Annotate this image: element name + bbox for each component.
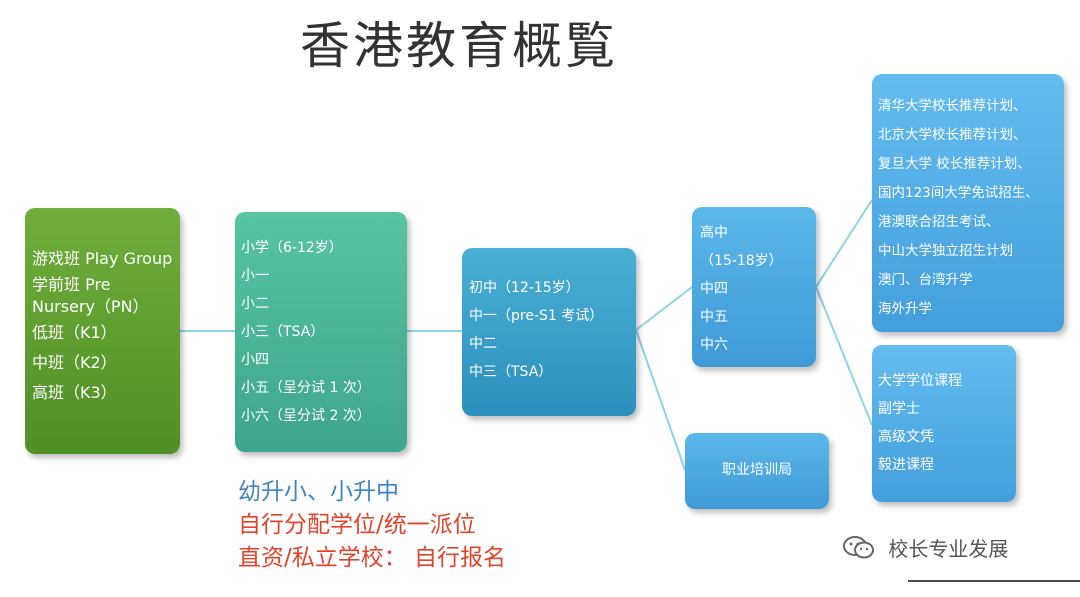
primary-line: 小四 <box>241 352 269 368</box>
vocational-training-box: 职业培训局 <box>685 433 829 509</box>
univ-line: 复旦大学 校长推荐计划、 <box>878 156 1031 172</box>
senior-line: 中四 <box>700 281 728 297</box>
univ-line: 海外升学 <box>878 301 932 317</box>
degree-line: 毅进课程 <box>878 457 934 473</box>
primary-line: 小一 <box>241 268 269 284</box>
senior-line: （15-18岁） <box>700 253 783 269</box>
kinder-line: 高班（K3） <box>32 383 117 402</box>
univ-line: 北京大学校长推荐计划、 <box>878 127 1027 143</box>
vocational-label: 职业培训局 <box>722 462 792 478</box>
primary-line: 小三（TSA） <box>241 324 325 340</box>
admission-notes: 幼升小、小升中 自行分配学位/统一派位 直资/私立学校： 自行报名 <box>238 476 506 575</box>
kinder-line: 学前班 Pre <box>32 275 111 294</box>
wechat-icon <box>842 535 876 566</box>
primary-school-box: 小学（6-12岁） 小一 小二 小三（TSA） 小四 小五（呈分试 1 次） 小… <box>235 212 407 452</box>
page-title: 香港教育概覧 <box>300 17 618 75</box>
degree-line: 高级文凭 <box>878 429 934 445</box>
kinder-line: Nursery（PN） <box>32 297 149 316</box>
connector-senior-degree <box>815 286 873 426</box>
univ-line: 澳门、台湾升学 <box>878 272 973 288</box>
connector-junior-senior <box>635 286 693 331</box>
senior-line: 中五 <box>700 309 728 325</box>
univ-line: 中山大学独立招生计划 <box>878 243 1013 259</box>
univ-line: 港澳联合招生考试、 <box>878 214 1000 230</box>
junior-line: 中一（pre-S1 考试） <box>469 308 604 324</box>
senior-line: 高中 <box>700 225 728 241</box>
connector-senior-univ <box>815 199 873 288</box>
watermark: 校长专业发展 <box>842 533 1008 566</box>
degree-line: 大学学位课程 <box>878 373 962 389</box>
kinder-line: 低班（K1） <box>32 323 117 342</box>
note-transition: 幼升小、小升中 <box>238 479 399 505</box>
watermark-text: 校长专业发展 <box>888 537 1009 561</box>
univ-line: 清华大学校长推荐计划、 <box>878 98 1027 114</box>
note-direct-private: 直资/私立学校： 自行报名 <box>238 545 507 571</box>
primary-line: 小学（6-12岁） <box>241 240 343 256</box>
junior-line: 中二 <box>469 336 497 352</box>
junior-line: 中三（TSA） <box>469 364 553 380</box>
senior-secondary-box: 高中 （15-18岁） 中四 中五 中六 <box>692 207 816 367</box>
primary-line: 小二 <box>241 296 269 312</box>
univ-line: 国内123间大学免试招生、 <box>878 185 1039 201</box>
junior-secondary-box: 初中（12-15岁） 中一（pre-S1 考试） 中二 中三（TSA） <box>462 248 636 416</box>
degree-line: 副学士 <box>878 401 920 417</box>
kinder-line: 中班（K2） <box>32 353 117 372</box>
degree-programs-box: 大学学位课程 副学士 高级文凭 毅进课程 <box>872 345 1016 502</box>
senior-line: 中六 <box>700 337 728 353</box>
kindergarten-box: 游戏班 Play Group 学前班 Pre Nursery（PN） 低班（K1… <box>25 208 180 454</box>
primary-line: 小五（呈分试 1 次） <box>241 380 371 396</box>
junior-line: 初中（12-15岁） <box>469 280 580 296</box>
connector-junior-vtc <box>635 329 686 471</box>
kinder-line: 游戏班 Play Group <box>32 249 173 268</box>
university-routes-box: 清华大学校长推荐计划、 北京大学校长推荐计划、 复旦大学 校长推荐计划、 国内1… <box>872 74 1064 332</box>
corner-decoration <box>908 580 1080 597</box>
primary-line: 小六（呈分试 2 次） <box>241 408 371 424</box>
note-allocation: 自行分配学位/统一派位 <box>238 512 476 538</box>
